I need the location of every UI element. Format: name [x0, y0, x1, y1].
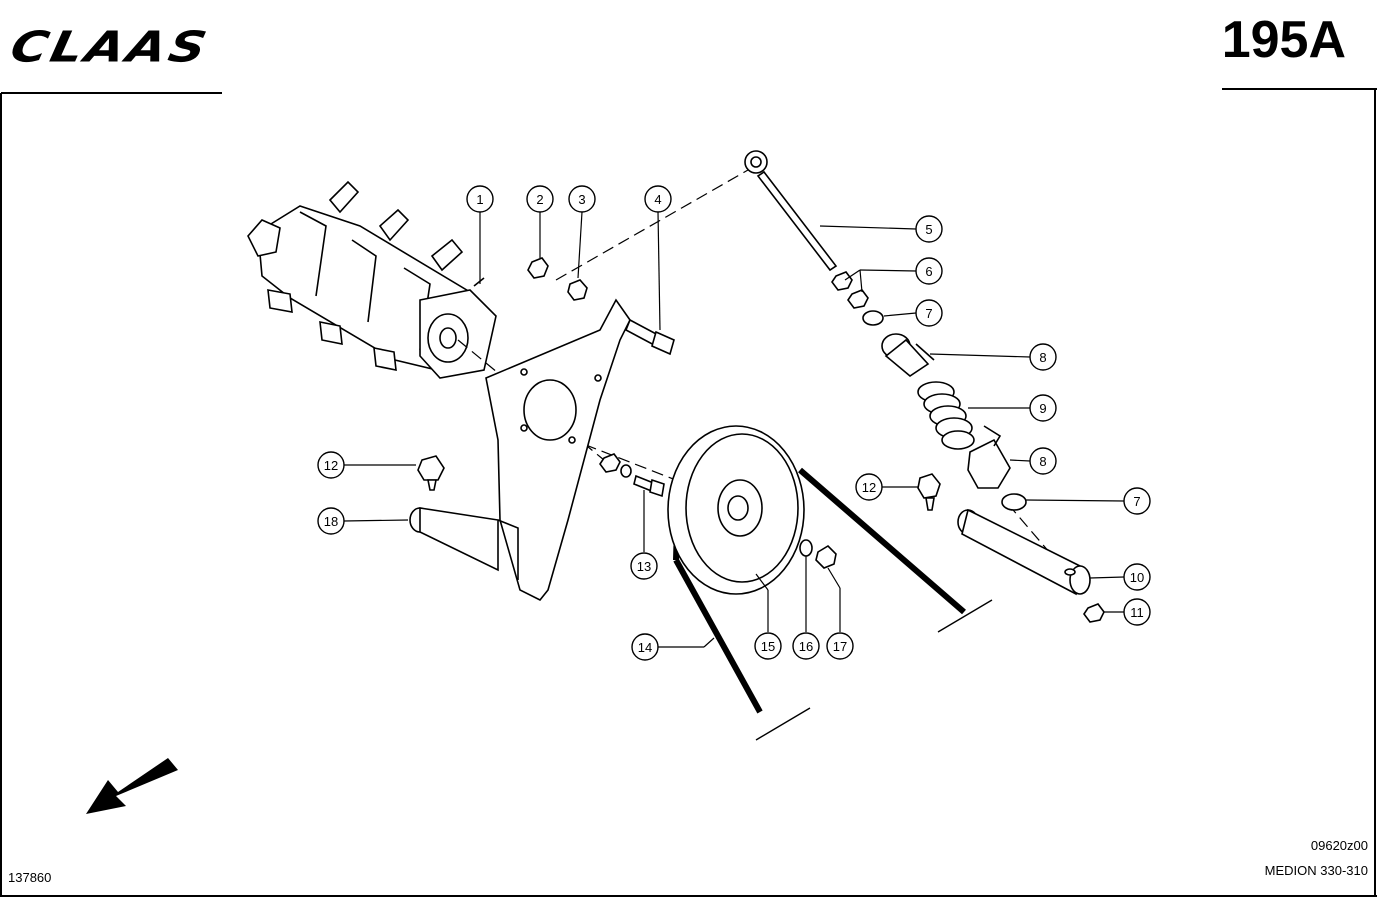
page-number: 195A — [1221, 11, 1346, 69]
callout-label: 9 — [1039, 401, 1046, 416]
callout-label: 12 — [862, 480, 876, 495]
drawing-code: 09620z00 — [1310, 838, 1368, 853]
nut-11 — [1083, 603, 1105, 623]
drawing-ref: 137860 — [8, 870, 52, 885]
callout-labels: 1 2 3 4 5 6 7 8 8 9 7 10 11 12 12 13 14 … — [324, 192, 1144, 655]
spring-cup-8-top — [881, 333, 935, 377]
callout-label: 16 — [799, 639, 813, 654]
pulley-15 — [667, 425, 805, 595]
callout-8-bottom — [1029, 447, 1057, 475]
callout-10 — [1123, 563, 1151, 591]
callout-18 — [317, 507, 345, 535]
callout-7-top — [915, 299, 943, 327]
callout-16 — [792, 632, 820, 660]
spring-cup-8-bottom — [967, 425, 1011, 489]
nut-2 — [527, 257, 549, 279]
direction-arrow — [86, 758, 178, 814]
callout-label: 8 — [1039, 350, 1046, 365]
washer-7-top — [862, 310, 884, 326]
callout-15 — [754, 632, 782, 660]
callout-label: 10 — [1130, 570, 1144, 585]
callout-7-bottom — [1123, 487, 1151, 515]
hydraulic-pump — [247, 180, 497, 379]
callout-label: 8 — [1039, 454, 1046, 469]
sheet-border — [0, 88, 1377, 897]
shaft-10 — [957, 508, 1091, 596]
callout-label: 3 — [578, 192, 585, 207]
callout-label: 7 — [1133, 494, 1140, 509]
callout-2 — [526, 185, 554, 213]
callouts — [317, 185, 1151, 661]
callout-label: 13 — [637, 559, 651, 574]
bolt-13 — [599, 453, 665, 498]
callout-label: 14 — [638, 640, 652, 655]
callout-label: 1 — [476, 192, 483, 207]
callout-label: 6 — [925, 264, 932, 279]
bolt-12-left — [417, 455, 445, 491]
shaft-18 — [409, 507, 499, 572]
spring-9 — [917, 381, 975, 450]
callout-label: 5 — [925, 222, 932, 237]
callout-1 — [466, 185, 494, 213]
callout-label: 7 — [925, 306, 932, 321]
callout-9 — [1029, 394, 1057, 422]
nut-3 — [567, 279, 588, 301]
callout-label: 15 — [761, 639, 775, 654]
callout-3 — [568, 185, 596, 213]
callout-14 — [631, 633, 659, 661]
callout-label: 2 — [536, 192, 543, 207]
callout-label: 12 — [324, 458, 338, 473]
tension-rod — [744, 150, 838, 272]
nut-6 — [831, 271, 869, 309]
callout-12-right — [855, 473, 883, 501]
bolt-4 — [624, 318, 675, 356]
callout-11 — [1123, 598, 1151, 626]
model-name: MEDION 330-310 — [1264, 863, 1368, 878]
callout-17 — [826, 632, 854, 660]
mounting-bracket — [485, 298, 631, 602]
washer-7-bottom — [1001, 493, 1027, 511]
callout-5 — [915, 215, 943, 243]
callout-label: 17 — [833, 639, 847, 654]
leader-lines — [343, 211, 1125, 648]
washer-16 — [799, 539, 813, 557]
callout-13 — [630, 552, 658, 580]
callout-8-top — [1029, 343, 1057, 371]
callout-label: 11 — [1130, 605, 1144, 620]
bolt-12-right — [917, 473, 941, 511]
nut-17 — [815, 544, 837, 569]
callout-6 — [915, 257, 943, 285]
callout-12-left — [317, 451, 345, 479]
callout-label: 18 — [324, 514, 338, 529]
callout-4 — [644, 185, 672, 213]
callout-label: 4 — [654, 192, 661, 207]
